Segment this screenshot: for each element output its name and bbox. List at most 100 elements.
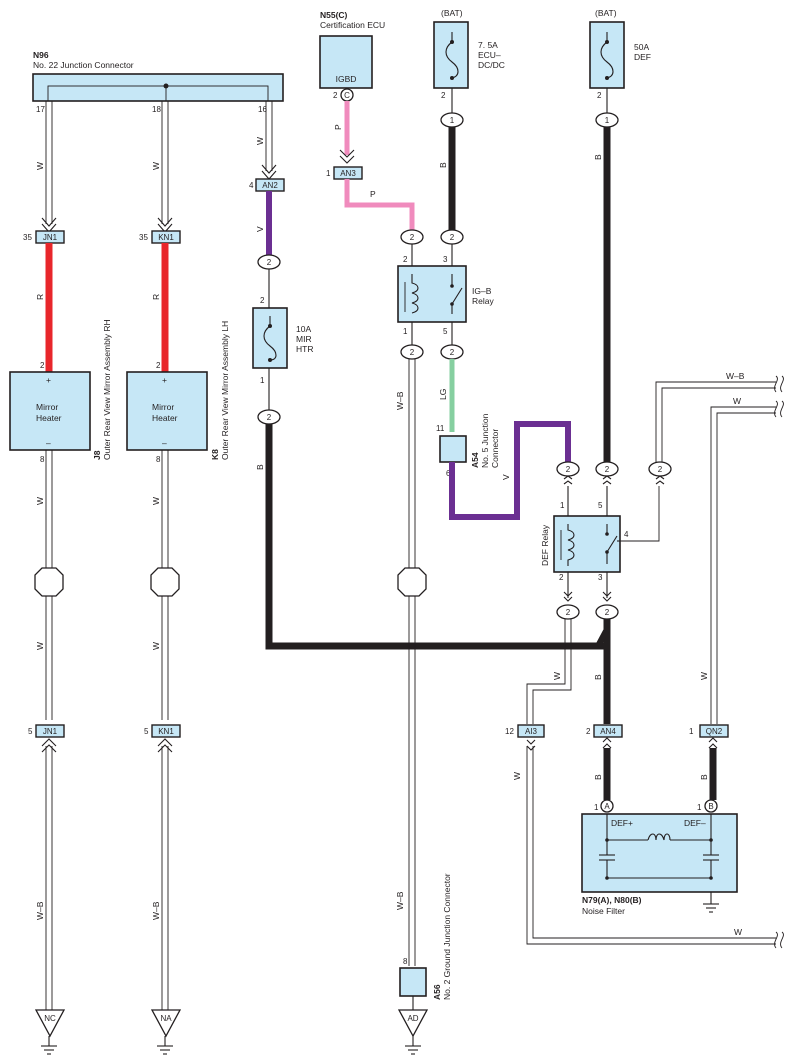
svg-text:W: W: [151, 642, 161, 650]
n96-bus: [47, 85, 269, 102]
wire-w-right-to-qn2: W W: [699, 396, 784, 724]
svg-text:Mirror: Mirror: [36, 402, 58, 412]
svg-text:KN1: KN1: [158, 233, 174, 242]
connector-ai3: 12 AI3: [505, 724, 545, 738]
wire-lightgreen-igb: LG: [438, 359, 455, 432]
wire-violet-a54-to-def: V: [449, 421, 571, 520]
connector-kn1-top: 35 KN1: [139, 230, 181, 244]
noise-filter: 1 A 1 B DEF+ DEF– N79(A), N80(B) Noise F…: [581, 799, 738, 916]
wire-red-lh: R 2: [151, 243, 169, 372]
svg-text:2: 2: [410, 233, 415, 242]
svg-text:N55(C): N55(C): [320, 10, 348, 20]
svg-text:A54: A54: [470, 452, 480, 468]
svg-text:W: W: [699, 672, 709, 680]
n96-code: N96: [33, 50, 49, 60]
svg-text:DC/DC: DC/DC: [478, 60, 505, 70]
svg-text:W–B: W–B: [35, 901, 45, 920]
svg-text:P: P: [370, 189, 376, 199]
svg-text:Certification ECU: Certification ECU: [320, 20, 385, 30]
svg-text:W: W: [552, 672, 562, 680]
svg-text:1: 1: [697, 803, 702, 812]
svg-text:W: W: [35, 642, 45, 650]
n96-pin-16: 16: [258, 105, 267, 114]
svg-text:2: 2: [450, 233, 455, 242]
wire-wb-right-feed: W–B: [655, 371, 784, 462]
svg-text:DEF–: DEF–: [684, 818, 706, 828]
wire-w-n96-to-kn1: W: [151, 101, 173, 233]
svg-text:W: W: [733, 396, 741, 406]
svg-text:R: R: [151, 294, 161, 300]
connector-jn1-top: 35 JN1: [23, 230, 65, 244]
svg-text:+: +: [162, 375, 167, 385]
svg-text:2: 2: [605, 608, 610, 617]
svg-text:2: 2: [156, 361, 161, 370]
svg-text:DEF: DEF: [634, 52, 651, 62]
svg-text:IGBD: IGBD: [336, 74, 357, 84]
svg-text:NC: NC: [44, 1014, 56, 1023]
svg-text:W: W: [512, 772, 522, 780]
svg-text:2: 2: [260, 296, 265, 305]
wire-pink-to-igb: P: [344, 179, 415, 230]
mirror-lh-name: Outer Rear View Mirror Assembly LH: [220, 321, 230, 460]
wire-w-def-coil-to-ai3: W: [526, 619, 572, 724]
svg-text:Relay: Relay: [472, 296, 494, 306]
svg-text:JN1: JN1: [43, 727, 58, 736]
svg-text:2: 2: [267, 413, 272, 422]
svg-text:V: V: [501, 474, 511, 480]
fuse-def: (BAT) 50A DEF 2: [589, 8, 651, 100]
ground-nc: NC: [34, 1009, 66, 1055]
svg-text:No. 2 Ground Junction Connecto: No. 2 Ground Junction Connector: [442, 873, 452, 1000]
svg-text:W–B: W–B: [395, 891, 405, 910]
svg-text:R: R: [35, 294, 45, 300]
svg-text:+: +: [46, 375, 51, 385]
svg-text:3: 3: [443, 255, 448, 264]
svg-text:8: 8: [156, 455, 161, 464]
svg-text:3: 3: [598, 573, 603, 582]
svg-text:B: B: [593, 674, 603, 680]
svg-text:2: 2: [441, 91, 446, 100]
svg-text:B: B: [438, 162, 448, 168]
svg-text:6: 6: [446, 469, 451, 478]
wire-w-n96-to-jn1: W: [35, 101, 57, 233]
svg-text:AD: AD: [407, 1014, 418, 1023]
wire-wb-rh-ground: W–B: [35, 738, 57, 1010]
svg-text:2: 2: [333, 91, 338, 100]
splice-octagon-wb: [397, 567, 427, 597]
svg-text:2: 2: [410, 348, 415, 357]
svg-text:1: 1: [605, 116, 610, 125]
svg-text:AN2: AN2: [262, 181, 278, 190]
wire-wb-trunk: W–B W–B: [395, 359, 416, 966]
svg-text:Heater: Heater: [152, 413, 178, 423]
mirror-rh-code: J8: [92, 450, 102, 460]
svg-text:5: 5: [144, 727, 149, 736]
ground-noise-filter: [703, 892, 719, 913]
pin-oval-igb-coil-out: [400, 344, 424, 360]
ground-ad: AD: [397, 1009, 429, 1055]
svg-text:MIR: MIR: [296, 334, 312, 344]
splice-octagon-lh: [150, 567, 180, 597]
fuse-ecu-dcdc: (BAT) 7. 5A ECU– DC/DC 2: [433, 8, 505, 100]
mirror-heater-lh: + Mirror Heater – 8 K8 Outer Rear View M…: [126, 321, 230, 464]
svg-text:B: B: [593, 774, 603, 780]
svg-text:A: A: [604, 802, 610, 811]
svg-text:Heater: Heater: [36, 413, 62, 423]
svg-text:LG: LG: [438, 389, 448, 400]
svg-text:2: 2: [597, 91, 602, 100]
connector-an3: 1 AN3: [326, 166, 363, 180]
svg-text:10A: 10A: [296, 324, 311, 334]
svg-text:2: 2: [566, 465, 571, 474]
connector-an4: 2 AN4: [586, 724, 623, 738]
svg-text:B: B: [708, 802, 713, 811]
svg-text:DEF+: DEF+: [611, 818, 633, 828]
wire-black-an4-filter: B: [593, 748, 611, 800]
junction-connector-n96: N96 No. 22 Junction Connector 17 18 16: [32, 50, 284, 114]
wire-pink-ecu: P: [333, 101, 355, 164]
svg-text:W: W: [151, 497, 161, 505]
n96-splice: [163, 83, 169, 89]
svg-text:50A: 50A: [634, 42, 649, 52]
wire-red-rh: R 2: [35, 243, 53, 372]
svg-text:ECU–: ECU–: [478, 50, 501, 60]
svg-text:7. 5A: 7. 5A: [478, 40, 498, 50]
certification-ecu: N55(C) Certification ECU IGBD 2 C: [319, 10, 385, 102]
svg-text:N79(A), N80(B): N79(A), N80(B): [582, 895, 642, 905]
